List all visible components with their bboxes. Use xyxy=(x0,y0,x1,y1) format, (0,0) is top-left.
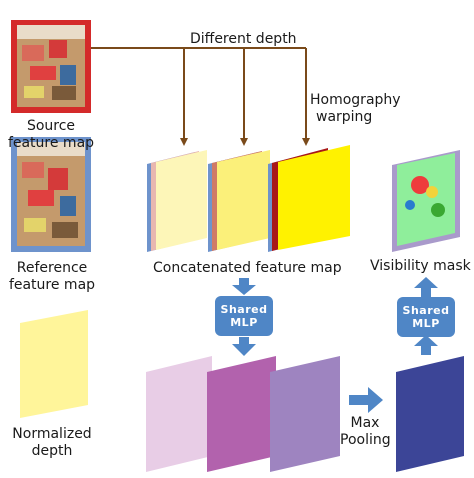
max-pooling-label: Max Pooling xyxy=(340,415,391,449)
source-feature-map-label: Source feature map xyxy=(4,118,98,152)
concatenated-feature-map-label: Concatenated feature map xyxy=(153,260,342,276)
normalized-depth-label: Normalized depth xyxy=(2,426,102,460)
concat-group-1 xyxy=(147,150,207,252)
different-depth-label: Different depth xyxy=(190,31,297,47)
arrow-down-2 xyxy=(232,337,256,356)
homography-line1: Homography xyxy=(310,92,401,108)
reference-line1: Reference xyxy=(16,260,88,276)
shared-mlp-right-line2: MLP xyxy=(412,317,440,330)
different-depth-arrows xyxy=(91,47,310,146)
shared-mlp-box-right: Shared MLP xyxy=(397,297,455,337)
layer-purple xyxy=(270,356,340,472)
arrow-right-maxpool xyxy=(349,387,383,413)
shared-mlp-center-line2: MLP xyxy=(230,316,258,329)
arrow-up-1 xyxy=(414,335,438,355)
concat-group-3 xyxy=(268,145,350,252)
normalized-depth-plane xyxy=(20,310,88,418)
shared-mlp-box-center: Shared MLP xyxy=(215,296,273,336)
layer-light-pink xyxy=(146,356,212,472)
max-line1: Max xyxy=(350,415,380,431)
reference-line2: feature map xyxy=(8,277,96,293)
shared-mlp-center-line1: Shared xyxy=(220,303,268,316)
visibility-mask-label: Visibility mask xyxy=(370,258,471,274)
layer-dark-blue xyxy=(396,356,464,472)
arrow-down-1 xyxy=(232,278,256,295)
homography-label: Homography warping xyxy=(310,92,401,126)
max-line2: Pooling xyxy=(340,432,391,448)
concat-group-2 xyxy=(208,150,270,252)
layer-magenta xyxy=(207,356,276,472)
normalized-line1: Normalized xyxy=(12,426,92,442)
block-arrows xyxy=(232,277,438,413)
source-line2: feature map xyxy=(7,135,95,151)
arrow-up-2 xyxy=(414,277,438,297)
reference-feature-map xyxy=(11,137,91,252)
reference-feature-map-label: Reference feature map xyxy=(4,260,100,294)
source-line1: Source xyxy=(26,118,76,134)
homography-line2: warping xyxy=(316,109,373,125)
normalized-line2: depth xyxy=(31,443,73,459)
source-feature-map xyxy=(11,20,91,113)
visibility-mask-image xyxy=(392,150,460,252)
shared-mlp-right-line1: Shared xyxy=(402,304,450,317)
